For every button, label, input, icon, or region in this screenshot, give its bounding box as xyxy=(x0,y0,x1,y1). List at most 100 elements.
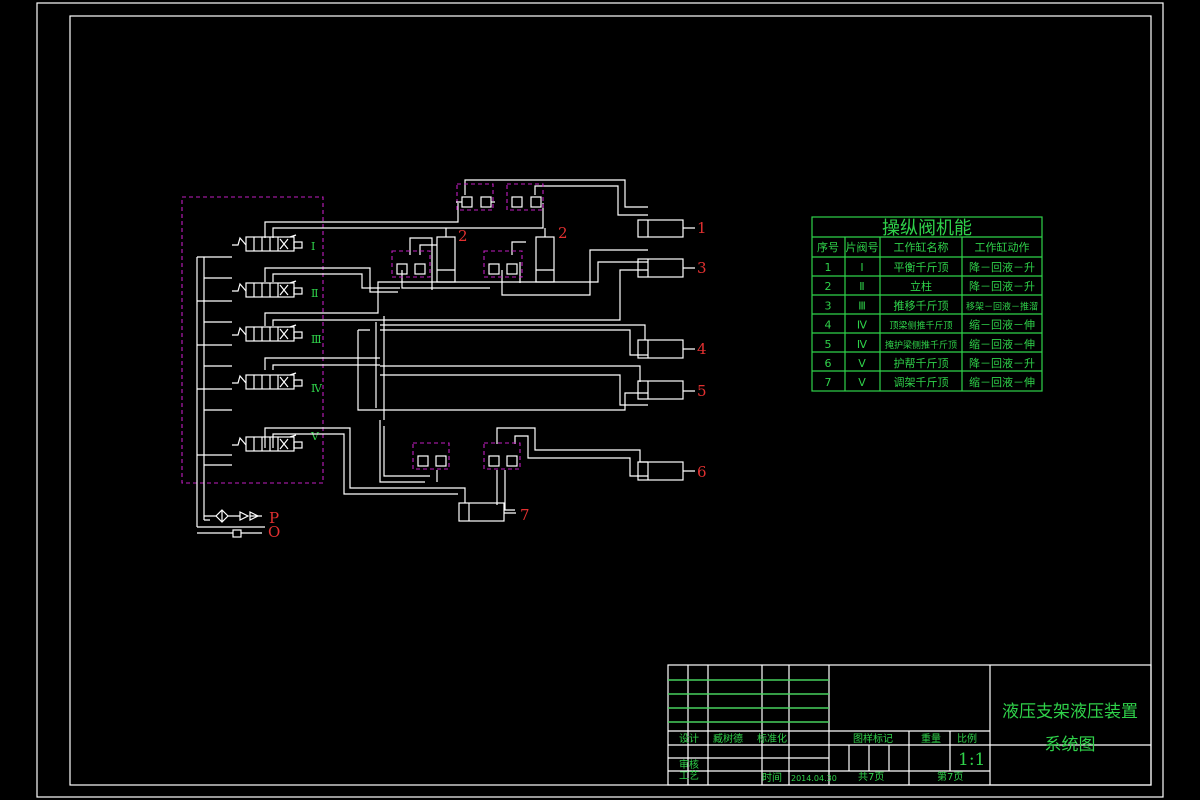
table-cell: 6 xyxy=(825,357,832,370)
hydraulic-lock-2a xyxy=(391,250,431,278)
table-cell: 5 xyxy=(825,338,832,351)
valve-label: Ⅴ xyxy=(310,430,320,443)
table-cell: 平衡千斤顶 xyxy=(894,261,949,274)
hydraulic-lock-7 xyxy=(483,442,521,470)
cylinder-4: 4 xyxy=(637,339,707,359)
table-cell: Ⅰ xyxy=(860,261,863,274)
return-port-label: O xyxy=(268,523,280,541)
cylinder-4-number: 4 xyxy=(697,340,707,358)
table-cell: Ⅴ xyxy=(858,357,866,370)
table-cell: 移架－回液－推溜 xyxy=(966,300,1038,312)
title-block: 设计 臧树德 标准化 审核 工艺 时间 2014.04.30 图样标记 重量 比… xyxy=(667,664,1152,786)
table-header-cell: 工作缸名称 xyxy=(894,240,949,254)
table-row: 5 Ⅳ 掩护梁侧推千斤顶缩－回液－伸 xyxy=(825,337,1036,351)
table-cell: Ⅳ xyxy=(857,319,868,332)
drawing-mark-label: 图样标记 xyxy=(853,732,893,745)
sheet-number: 第7页 xyxy=(937,770,963,783)
hydraulic-lock-6 xyxy=(412,442,450,470)
table-header: 序号片阀号工作缸名称工作缸动作 xyxy=(817,240,1030,254)
table-cell: Ⅱ xyxy=(859,280,864,293)
table-header-cell: 片阀号 xyxy=(846,240,879,254)
table-cell: 1 xyxy=(825,261,832,274)
inner-frame xyxy=(69,15,1152,786)
directional-valve-1: Ⅰ xyxy=(232,234,315,253)
hydraulic-lock-1a xyxy=(456,183,495,211)
cylinder-3-number: 3 xyxy=(697,259,707,277)
designer-name: 臧树德 xyxy=(713,732,743,745)
table-header-cell: 工作缸动作 xyxy=(975,240,1030,254)
table-cell: 4 xyxy=(825,319,832,332)
cylinder-3: 3 xyxy=(637,258,707,278)
scale-label: 比例 xyxy=(957,732,977,745)
directional-valve-group: Ⅰ Ⅱ Ⅲ Ⅳ Ⅴ xyxy=(232,234,323,452)
drawing-title-line2: 系统图 xyxy=(1045,735,1096,755)
check-valve-icon xyxy=(239,511,260,521)
table-cell: Ⅳ xyxy=(857,338,868,351)
cylinders: 1 2 2 3 4 5 6 7 xyxy=(436,219,707,524)
table-cell: 缩－回液－伸 xyxy=(969,318,1035,332)
weight-label: 重量 xyxy=(921,732,941,745)
hydraulic-pipes xyxy=(196,179,648,528)
cylinder-2a-number: 2 xyxy=(458,227,468,245)
pressure-port-label: P xyxy=(269,509,279,527)
table-cell: 缩－回液－伸 xyxy=(969,375,1035,389)
table-cell: 7 xyxy=(825,376,832,389)
cylinder-2b-number: 2 xyxy=(558,224,568,242)
table-cell: 顶梁侧推千斤顶 xyxy=(889,320,952,332)
valve-label: Ⅳ xyxy=(311,382,323,395)
table-title: 操纵阀机能 xyxy=(882,218,972,239)
directional-valve-2: Ⅱ xyxy=(232,280,318,300)
cylinder-1-number: 1 xyxy=(697,219,707,237)
design-label: 设计 xyxy=(679,732,699,745)
cylinder-7-number: 7 xyxy=(520,506,530,524)
table-cell: 降－回液－升 xyxy=(969,279,1035,293)
drawing-title-line1: 液压支架液压装置 xyxy=(1002,702,1138,722)
table-cell: 降－回液－升 xyxy=(969,260,1035,274)
directional-valve-3: Ⅲ xyxy=(232,324,322,346)
cylinder-6-number: 6 xyxy=(697,463,707,481)
table-row: 6 Ⅴ 护帮千斤顶 降－回液－升 xyxy=(825,356,1036,370)
process-label: 工艺 xyxy=(679,770,699,782)
directional-valve-4: Ⅳ xyxy=(232,372,323,395)
cylinder-7: 7 xyxy=(458,502,530,524)
table-cell: 掩护梁侧推千斤顶 xyxy=(885,339,957,351)
table-row: 4 Ⅳ 顶梁侧推千斤顶 缩－回液－伸 xyxy=(825,318,1036,332)
table-cell: 2 xyxy=(825,280,832,293)
hydraulic-locks xyxy=(391,183,544,470)
outer-frame xyxy=(36,2,1164,798)
cylinder-1: 1 xyxy=(637,219,707,238)
cylinder-2a: 2 xyxy=(436,227,468,283)
valve-block-boundary xyxy=(181,196,324,484)
table-cell: 降－回液－升 xyxy=(969,356,1035,370)
hydraulic-lock-1b xyxy=(506,183,544,211)
table-cell: 缩－回液－伸 xyxy=(969,337,1035,351)
table-cell: 护帮千斤顶 xyxy=(894,356,949,370)
time-label: 时间 xyxy=(762,771,782,784)
table-row: 1 Ⅰ 平衡千斤顶 降－回液－升 xyxy=(825,260,1036,274)
cylinder-5: 5 xyxy=(637,380,707,400)
scale-value: 1:1 xyxy=(958,750,985,770)
cylinder-6: 6 xyxy=(637,461,707,481)
table-cell: Ⅲ xyxy=(858,299,866,312)
total-sheets: 共7页 xyxy=(858,771,884,783)
valve-label: Ⅲ xyxy=(311,333,322,346)
return-valve-icon xyxy=(232,529,242,538)
supply-components: P O xyxy=(197,509,280,541)
table-cell: 调架千斤顶 xyxy=(894,376,949,389)
standard-label: 标准化 xyxy=(757,732,787,745)
directional-valve-5: Ⅴ xyxy=(232,430,320,452)
table-cell: 3 xyxy=(825,299,832,312)
valve-label: Ⅰ xyxy=(311,240,315,253)
table-row: 3 Ⅲ 推移千斤顶 移架－回液－推溜 xyxy=(825,298,1039,312)
table-cell: Ⅴ xyxy=(858,376,866,389)
table-row: 2 Ⅱ 立柱 降－回液－升 xyxy=(825,279,1036,293)
table-cell: 推移千斤顶 xyxy=(894,298,949,312)
table-row: 7 Ⅴ 调架千斤顶 缩－回液－伸 xyxy=(825,375,1036,389)
cylinder-5-number: 5 xyxy=(697,382,707,400)
hydraulic-lock-2b xyxy=(483,250,523,278)
valve-label: Ⅱ xyxy=(311,287,318,300)
table-cell: 立柱 xyxy=(910,279,932,293)
